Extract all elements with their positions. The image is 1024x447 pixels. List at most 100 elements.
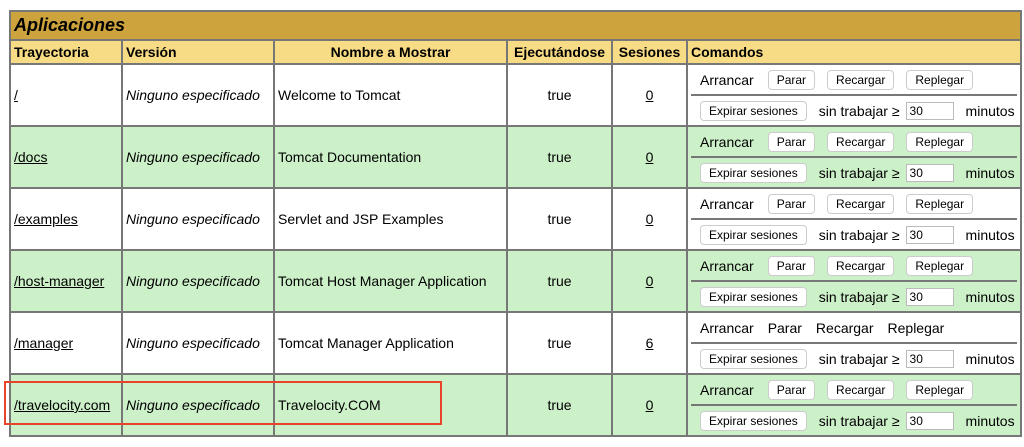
start-label: Arrancar: [700, 257, 754, 274]
header-version: Versión: [121, 39, 275, 65]
idle-minutes-input[interactable]: [905, 101, 954, 120]
idle-minutes-input[interactable]: [905, 349, 954, 368]
table-title: Aplicaciones: [9, 10, 1022, 41]
app-running: true: [506, 63, 613, 127]
reload-button[interactable]: Recargar: [827, 69, 895, 90]
expire-row: Expirar sesiones sin trabajar ≥ minutos: [691, 220, 1017, 249]
app-version: Ninguno especificado: [126, 397, 260, 413]
idle-minutes-input[interactable]: [905, 411, 954, 430]
start-label: Arrancar: [700, 71, 754, 88]
minutes-label: minutos: [965, 412, 1015, 429]
header-sessions: Sesiones: [611, 39, 688, 65]
expire-sessions-button[interactable]: Expirar sesiones: [700, 410, 807, 431]
expire-row: Expirar sesiones sin trabajar ≥ minutos: [691, 406, 1017, 435]
stop-label: Parar: [767, 319, 802, 336]
app-running: true: [506, 249, 613, 313]
app-running: true: [506, 125, 613, 189]
stop-button[interactable]: Parar: [767, 193, 816, 214]
expire-row: Expirar sesiones sin trabajar ≥ minutos: [691, 344, 1017, 373]
expire-row: Expirar sesiones sin trabajar ≥ minutos: [691, 282, 1017, 311]
app-path-link[interactable]: /manager: [14, 335, 74, 351]
idle-label: sin trabajar ≥: [818, 226, 900, 243]
reload-button[interactable]: Recargar: [827, 255, 895, 276]
expire-row: Expirar sesiones sin trabajar ≥ minutos: [691, 96, 1017, 125]
reload-button[interactable]: Recargar: [827, 379, 895, 400]
applications-table: Aplicaciones Trayectoria Versión Nombre …: [9, 10, 1022, 437]
header-display-name: Nombre a Mostrar: [273, 39, 508, 65]
app-display-name: Tomcat Manager Application: [273, 311, 508, 375]
command-row: Arrancar Parar Recargar Replegar: [691, 127, 1017, 158]
app-path-link[interactable]: /travelocity.com: [14, 397, 111, 413]
reload-button[interactable]: Recargar: [827, 193, 895, 214]
app-version: Ninguno especificado: [126, 87, 260, 103]
undeploy-button[interactable]: Replegar: [906, 131, 974, 152]
idle-minutes-input[interactable]: [905, 225, 954, 244]
command-row: Arrancar Parar Recargar Replegar: [691, 313, 1017, 344]
start-label: Arrancar: [700, 319, 754, 336]
minutes-label: minutos: [965, 102, 1015, 119]
sessions-link[interactable]: 0: [645, 149, 654, 165]
reload-label: Recargar: [815, 319, 874, 336]
header-commands: Comandos: [686, 39, 1022, 65]
idle-label: sin trabajar ≥: [818, 288, 900, 305]
app-version: Ninguno especificado: [126, 149, 260, 165]
table-row: / Ninguno especificado Welcome to Tomcat…: [9, 63, 1022, 127]
expire-sessions-button[interactable]: Expirar sesiones: [700, 224, 807, 245]
app-display-name: Tomcat Documentation: [273, 125, 508, 189]
undeploy-button[interactable]: Replegar: [906, 255, 974, 276]
stop-button[interactable]: Parar: [767, 131, 816, 152]
idle-label: sin trabajar ≥: [818, 102, 900, 119]
app-path-link[interactable]: /docs: [14, 149, 48, 165]
app-version: Ninguno especificado: [126, 211, 260, 227]
header-path: Trayectoria: [9, 39, 123, 65]
app-display-name: Servlet and JSP Examples: [273, 187, 508, 251]
app-version: Ninguno especificado: [126, 273, 260, 289]
command-row: Arrancar Parar Recargar Replegar: [691, 189, 1017, 220]
app-display-name: Tomcat Host Manager Application: [273, 249, 508, 313]
app-running: true: [506, 187, 613, 251]
start-label: Arrancar: [700, 381, 754, 398]
expire-row: Expirar sesiones sin trabajar ≥ minutos: [691, 158, 1017, 187]
expire-sessions-button[interactable]: Expirar sesiones: [700, 162, 807, 183]
app-display-name: Welcome to Tomcat: [273, 63, 508, 127]
sessions-link[interactable]: 6: [645, 335, 654, 351]
idle-minutes-input[interactable]: [905, 287, 954, 306]
expire-sessions-button[interactable]: Expirar sesiones: [700, 348, 807, 369]
app-path-link[interactable]: /: [14, 87, 18, 103]
undeploy-button[interactable]: Replegar: [906, 379, 974, 400]
app-version: Ninguno especificado: [126, 335, 260, 351]
app-path-link[interactable]: /examples: [14, 211, 78, 227]
stop-button[interactable]: Parar: [767, 255, 816, 276]
stop-button[interactable]: Parar: [767, 379, 816, 400]
undeploy-button[interactable]: Replegar: [906, 193, 974, 214]
app-running: true: [506, 311, 613, 375]
idle-label: sin trabajar ≥: [818, 164, 900, 181]
sessions-link[interactable]: 0: [645, 211, 654, 227]
sessions-link[interactable]: 0: [645, 87, 654, 103]
highlight-box: [4, 381, 442, 425]
idle-minutes-input[interactable]: [905, 163, 954, 182]
start-label: Arrancar: [700, 133, 754, 150]
app-running: true: [506, 373, 613, 437]
app-display-name: Travelocity.COM: [273, 373, 508, 437]
expire-sessions-button[interactable]: Expirar sesiones: [700, 286, 807, 307]
table-row: /manager Ninguno especificado Tomcat Man…: [9, 311, 1022, 375]
expire-sessions-button[interactable]: Expirar sesiones: [700, 100, 807, 121]
minutes-label: minutos: [965, 164, 1015, 181]
sessions-link[interactable]: 0: [645, 397, 654, 413]
command-row: Arrancar Parar Recargar Replegar: [691, 375, 1017, 406]
reload-button[interactable]: Recargar: [827, 131, 895, 152]
table-row: /travelocity.com Ninguno especificado Tr…: [9, 373, 1022, 437]
command-row: Arrancar Parar Recargar Replegar: [691, 65, 1017, 96]
stop-button[interactable]: Parar: [767, 69, 816, 90]
table-row: /host-manager Ninguno especificado Tomca…: [9, 249, 1022, 313]
undeploy-label: Replegar: [887, 319, 945, 336]
app-path-link[interactable]: /host-manager: [14, 273, 105, 289]
idle-label: sin trabajar ≥: [818, 350, 900, 367]
table-row: /docs Ninguno especificado Tomcat Docume…: [9, 125, 1022, 189]
undeploy-button[interactable]: Replegar: [906, 69, 974, 90]
start-label: Arrancar: [700, 195, 754, 212]
minutes-label: minutos: [965, 350, 1015, 367]
minutes-label: minutos: [965, 226, 1015, 243]
sessions-link[interactable]: 0: [645, 273, 654, 289]
